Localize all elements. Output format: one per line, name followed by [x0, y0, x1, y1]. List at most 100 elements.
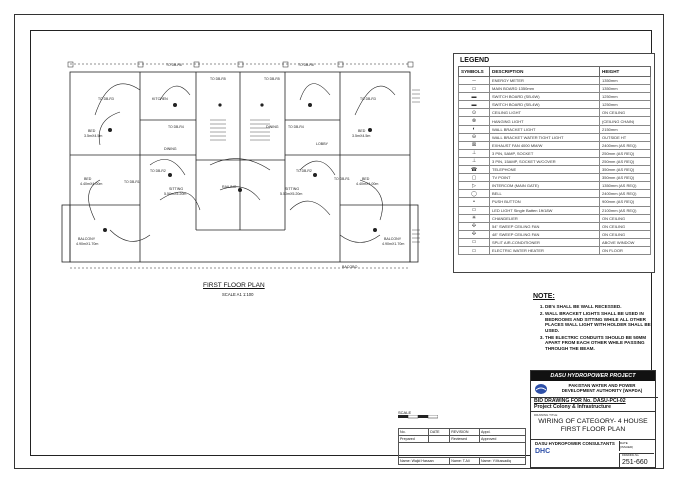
legend-symbol: ▷: [458, 181, 490, 191]
room-sitting-right-size: 5.50mX5.20m: [280, 192, 302, 196]
room-dining-left: DINING: [164, 147, 177, 151]
revision-header-row: No. DATE REVISION Appd.: [397, 428, 526, 436]
legend-height: ABOVE WINDOW: [599, 237, 651, 247]
legend-description: TELEPHONE: [489, 165, 600, 175]
rev-col-date: DATE: [428, 428, 451, 436]
legend-height: ON CEILING: [599, 221, 651, 231]
rev-col-revision: REVISION: [449, 428, 481, 436]
legend-symbol: ▭: [458, 84, 490, 94]
db-tag: TO DB-R5: [210, 77, 226, 81]
consultant-name: DASU HYDROPOWER CONSULTANTS: [535, 441, 615, 446]
notes-panel: NOTE: DB's SHALL BE WALL RECESSED. WALL …: [533, 293, 655, 353]
legend-description: TV POINT: [489, 173, 600, 183]
room-balcony-right: BALCONY: [384, 237, 402, 241]
db-tag: TO DB-R4: [168, 125, 184, 129]
room-dining-right: DINING: [266, 125, 279, 129]
room-bed-left-size: 3.5mX4.5m: [84, 134, 102, 138]
rev-col-no: No.: [397, 428, 430, 436]
legend-height: 1350mm: [599, 75, 651, 86]
legend-description: 3 PIN, 15AMP, SOCKET W/COVER: [489, 156, 600, 167]
legend-symbol: ◐: [458, 124, 490, 134]
legend-symbol: ▭: [458, 205, 490, 215]
room-bed-right: BED: [358, 129, 366, 133]
legend-title: LEGEND: [460, 57, 490, 64]
db-tag: TO DB-R3: [98, 97, 114, 101]
legend-description: ELECTRIC WATER HEATER: [489, 245, 600, 256]
legend-row: ▷INTERCOM (MAIN GATE)1350mm (AS REQ): [458, 181, 651, 191]
room-kitchen: KITCHEN: [152, 97, 168, 101]
legend-symbol: ▬: [458, 92, 490, 102]
legend-panel: LEGEND SYMBOLS DESCRIPTION HEIGHT ─ENERG…: [453, 53, 655, 273]
legend-height: 2400mm (AS REQ): [599, 189, 651, 199]
legend-symbol: ◯: [458, 189, 490, 199]
legend-height: 1250mm: [599, 100, 651, 110]
signoff-prepared: Prepared: [397, 435, 430, 443]
note-item: DB's SHALL BE WALL RECESSED.: [545, 304, 655, 309]
note-item: WALL BRACKET LIGHTS SHALL BE USED IN BED…: [545, 311, 655, 333]
legend-description: ENERGY METER: [489, 75, 600, 86]
drawing-sheet: [14, 14, 664, 469]
legend-symbol: ⊠: [458, 140, 490, 150]
legend-row: ⊗HANGING LIGHT(CEILING CHAIN): [458, 116, 651, 126]
legend-description: SWITCH BOARD (SB-4W): [489, 100, 600, 110]
legend-description: EXHAUST FAN 4000 MM/W: [489, 140, 600, 150]
legend-description: 48" SWEEP CEILING FAN: [489, 229, 600, 239]
drawing-number: 251-660: [622, 459, 648, 466]
legend-table: SYMBOLS DESCRIPTION HEIGHT ─ENERGY METER…: [458, 66, 651, 256]
legend-height: 250mm (AS REQ): [599, 156, 651, 167]
legend-description: INTERCOM (MAIN GATE): [489, 181, 600, 191]
consultant-box: DASU HYDROPOWER CONSULTANTS DHC DATE (IS…: [531, 439, 655, 468]
signoff-row: Prepared Reviewed Approved: [397, 435, 526, 443]
drawing-title: WIRING OF CATEGORY- 4 HOUSE FIRST FLOOR …: [531, 418, 655, 434]
room-bed-left: BED: [88, 129, 96, 133]
room-railing: RAILING: [222, 185, 237, 189]
plan-title: FIRST FLOOR PLAN: [203, 282, 265, 289]
db-tag: TO DB-R2: [296, 169, 312, 173]
legend-description: SPLIT AIR-CONDITIONER: [489, 237, 600, 247]
legend-header-row: SYMBOLS DESCRIPTION HEIGHT: [458, 66, 651, 77]
plan-title-text: FIRST FLOOR PLAN: [203, 282, 265, 289]
legend-symbol: ⊥: [458, 148, 490, 158]
legend-height: 350mm (AS REQ): [599, 165, 651, 175]
legend-description: MAIN BOARD 1350mm: [489, 84, 600, 94]
room-lobby: LOBBY: [316, 142, 329, 146]
project-name: DASU HYDROPOWER PROJECT: [531, 371, 655, 381]
legend-height: 1250mm: [599, 92, 651, 102]
date-label: DATE: [620, 441, 628, 445]
drawing-title-line-2: FIRST FLOOR PLAN: [560, 426, 626, 433]
db-tag: TO DB-R3: [360, 97, 376, 101]
room-sitting-left: SITTING: [169, 187, 183, 191]
legend-description: 54" SWEEP CEILING FAN: [489, 221, 600, 231]
name-approved: Name: Y.Mussadiq: [479, 457, 526, 465]
legend-description: BELL: [489, 189, 600, 199]
drawing-title-box: DRAWING TITLE WIRING OF CATEGORY- 4 HOUS…: [531, 411, 655, 440]
db-tag: TO DB-R5: [264, 77, 280, 81]
note-item: THE ELECTRIC CONDUITS SHOULD BE 50MM APA…: [545, 335, 655, 351]
authority-line-1: PAKISTAN WATER AND POWER: [568, 383, 636, 388]
legend-height: 350mm (AS REQ): [599, 173, 651, 183]
notes-title: NOTE:: [533, 293, 555, 300]
legend-height: ON CEILING: [599, 108, 651, 118]
legend-height: 1350mm (AS REQ): [599, 181, 651, 191]
signoff-reviewed: Reviewed: [449, 435, 481, 443]
legend-description: WALL BRACKET WATER TIGHT LIGHT: [489, 132, 600, 142]
drawing-number-box: DRAWING No. 251-660: [619, 453, 654, 468]
room-bed-mid-left: BED: [84, 177, 92, 181]
bid-line-1: BID DRAWING FOR No. DASU-PCI-02: [534, 398, 626, 404]
legend-description: WALL BRACKET LIGHT: [489, 124, 600, 134]
room-bed-mid-right-size: 4.40mX4.00m: [356, 182, 378, 186]
room-balcony-right-size: 4.90mX1.70m: [382, 242, 404, 246]
legend-height: 1350mm: [599, 84, 651, 94]
legend-description: PUSH BUTTON: [489, 197, 600, 207]
consultant-logo: DHC: [535, 448, 551, 455]
signoff-approved: Approved: [479, 435, 526, 443]
date-value: (ISSUED): [620, 445, 634, 449]
